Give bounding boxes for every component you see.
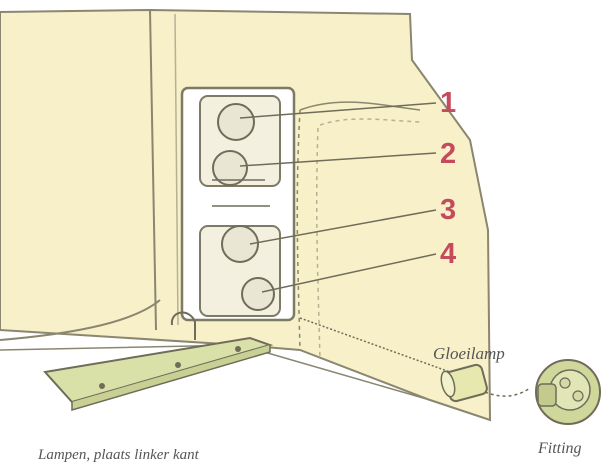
figure-caption: Lampen, plaats linker kant <box>38 447 199 463</box>
leader-line-2 <box>239 152 437 167</box>
socket-icon <box>484 359 601 425</box>
lens-cover <box>43 311 274 412</box>
leader-line-1 <box>239 102 437 119</box>
bulb-label: Gloeilamp <box>433 344 505 363</box>
callout-number-3: 3 <box>440 194 457 226</box>
leader-lines <box>239 102 451 373</box>
callout-number-2: 2 <box>440 138 457 170</box>
callout-number-1: 1 <box>440 87 457 119</box>
leader-line-bulb <box>299 317 451 373</box>
leader-line-3 <box>249 209 437 245</box>
leader-line-4 <box>261 253 437 293</box>
socket-label: Fitting <box>538 440 582 457</box>
lamp-housing <box>180 86 296 322</box>
bulb-icon <box>440 363 488 403</box>
callout-number-4: 4 <box>440 238 457 270</box>
